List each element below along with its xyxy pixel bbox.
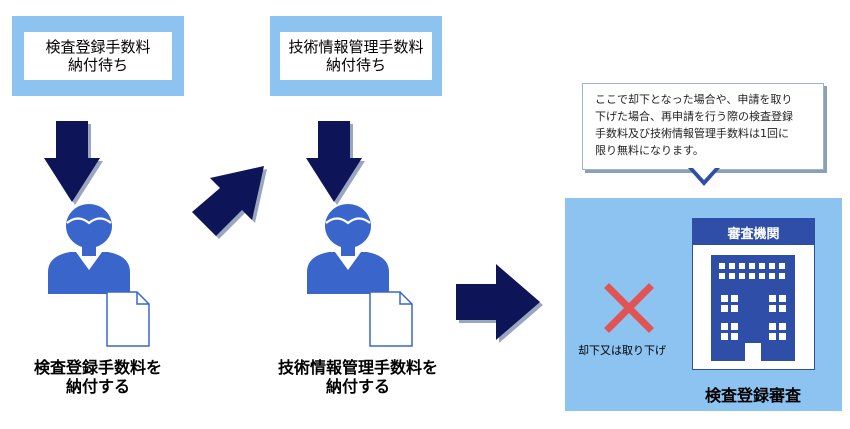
arrow-diagonal-up-right (192, 166, 267, 239)
status-1-line2: 納付待ち (67, 56, 128, 74)
status-2-line1: 技術情報管理手数料 (288, 38, 424, 56)
caption-2-line2: 納付する (325, 377, 390, 396)
callout-line4: 限り無料になります。 (595, 144, 704, 157)
callout-line1: ここで却下となった場合や、申請を取り (595, 93, 793, 106)
person-icon-2 (305, 202, 391, 296)
reject-label: 却下又は取り下げ (578, 344, 666, 357)
callout-line2: 下げた場合、再申請を行う際の検査登録 (595, 110, 793, 123)
caption-step-2: 技術情報管理手数料を 納付する (258, 358, 458, 396)
building-icon (711, 255, 795, 361)
status-2-line2: 納付待ち (325, 56, 386, 74)
status-1-line1: 検査登録手数料 (45, 38, 151, 56)
callout-note: ここで却下となった場合や、申請を取り 下げた場合、再申請を行う際の検査登録 手数… (582, 83, 824, 170)
callout-pointer (688, 168, 720, 186)
caption-step-1: 検査登録手数料を 納付する (10, 358, 186, 396)
arrow-down-1 (44, 121, 103, 205)
status-box-2: 技術情報管理手数料 納付待ち (270, 16, 442, 96)
person-icon-1 (46, 202, 132, 296)
reject-x-icon (604, 283, 654, 333)
status-box-1: 検査登録手数料 納付待ち (12, 16, 184, 96)
status-label-2: 技術情報管理手数料 納付待ち (280, 32, 432, 80)
arrow-right (456, 264, 543, 343)
status-label-1: 検査登録手数料 納付待ち (24, 32, 172, 80)
agency-label: 審査機関 (693, 219, 814, 245)
caption-1-line2: 納付する (65, 377, 130, 396)
callout-line3: 手数料及び技術情報管理手数料は1回に (595, 127, 789, 140)
caption-1-line1: 検査登録手数料を (33, 358, 162, 377)
document-icon-1 (106, 291, 150, 347)
arrow-down-2 (306, 121, 365, 205)
document-icon-2 (369, 291, 413, 347)
agency-card: 審査機関 (692, 218, 815, 370)
caption-2-line1: 技術情報管理手数料を (277, 358, 438, 377)
review-title: 検査登録審査 (704, 386, 801, 405)
